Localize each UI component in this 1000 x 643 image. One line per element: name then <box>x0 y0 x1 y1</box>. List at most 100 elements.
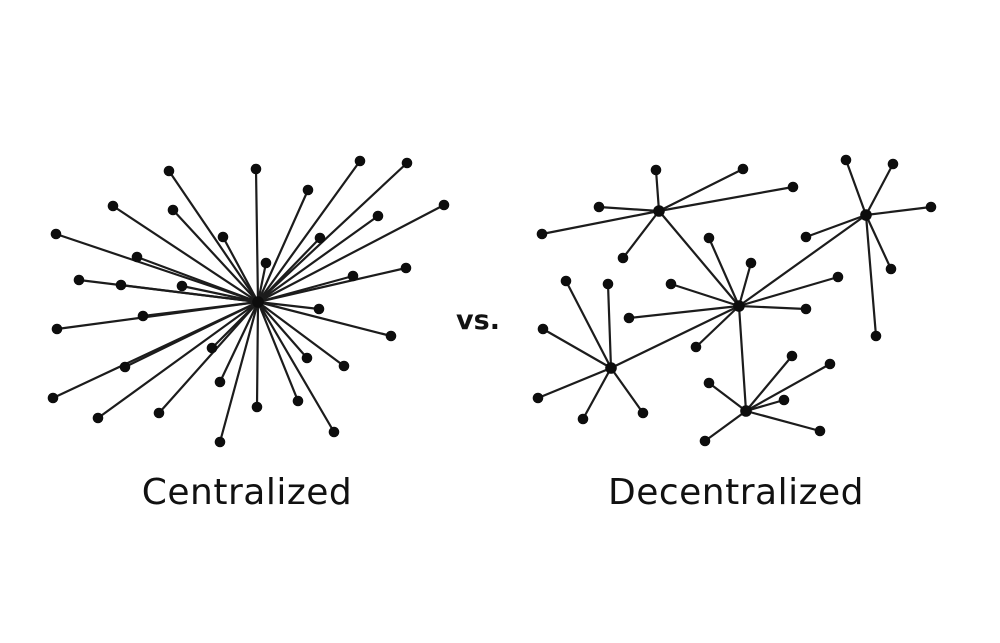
centralized-edge <box>256 214 380 304</box>
centralized-node <box>115 279 127 291</box>
centralized-edge <box>135 255 260 304</box>
decentralized-edge <box>540 209 661 236</box>
centralized-node <box>163 165 175 177</box>
centralized-network <box>47 155 450 448</box>
decentralized-node <box>703 377 715 389</box>
centralized-edge <box>157 300 260 415</box>
centralized-edge <box>256 261 268 304</box>
centralized-node <box>292 395 304 407</box>
decentralized-edge <box>597 205 661 213</box>
centralized-edge <box>256 300 309 360</box>
centralized-edge <box>256 161 409 304</box>
decentralized-node <box>885 263 897 275</box>
decentralized-node <box>602 278 614 290</box>
decentralized-node <box>560 275 572 287</box>
decentralized-edge <box>657 167 745 213</box>
decentralized-node <box>814 425 826 437</box>
decentralized-edge <box>864 213 893 271</box>
decentralized-edge <box>707 236 741 308</box>
decentralized-node <box>887 158 899 170</box>
decentralized-edge <box>581 366 613 421</box>
decentralized-hub-node <box>605 362 617 374</box>
centralized-node <box>131 251 143 263</box>
decentralized-edge <box>541 327 613 370</box>
centralized-node <box>214 376 226 388</box>
decentralized-node <box>690 341 702 353</box>
decentralized-edge <box>609 304 741 370</box>
decentralized-node <box>824 358 836 370</box>
decentralized-edge <box>669 282 741 308</box>
decentralized-edge <box>744 362 832 413</box>
decentralized-edge <box>737 275 840 308</box>
centralized-node <box>73 274 85 286</box>
decentralized-edge <box>737 261 753 308</box>
centralized-node <box>176 280 188 292</box>
decentralized-edge <box>657 209 741 308</box>
centralized-node <box>217 231 229 243</box>
decentralized-node <box>577 413 589 425</box>
decentralized-edge <box>737 304 808 311</box>
decentralized-edge <box>737 213 868 308</box>
centralized-node <box>372 210 384 222</box>
centralized-edge <box>171 208 260 304</box>
decentralized-edge <box>654 168 661 213</box>
decentralized-edge <box>864 162 895 217</box>
centralized-edge <box>256 159 362 304</box>
decentralized-edge <box>744 398 786 413</box>
decentralized-edge <box>703 409 748 443</box>
centralized-node <box>214 436 226 448</box>
centralized-node <box>51 323 63 335</box>
centralized-edge <box>55 300 260 331</box>
decentralized-edge <box>609 366 645 415</box>
centralized-node <box>206 342 218 354</box>
decentralized-node <box>786 350 798 362</box>
decentralized-node <box>637 407 649 419</box>
centralized-edge <box>255 300 260 409</box>
centralized-node <box>47 392 59 404</box>
centralized-node <box>438 199 450 211</box>
centralized-node <box>401 157 413 169</box>
decentralized-node <box>787 181 799 193</box>
decentralized-node <box>778 394 790 406</box>
centralized-node <box>260 257 272 269</box>
centralized-edge <box>111 204 260 304</box>
centralized-edge <box>256 300 321 311</box>
decentralized-edge <box>707 381 748 413</box>
decentralized-node <box>699 435 711 447</box>
decentralized-node <box>537 323 549 335</box>
decentralized-node <box>870 330 882 342</box>
decentralized-edge <box>744 409 822 433</box>
centralized-node <box>354 155 366 167</box>
decentralized-node <box>593 201 605 213</box>
centralized-edge <box>51 300 260 400</box>
decentralized-edge <box>804 213 868 239</box>
decentralized-node <box>925 201 937 213</box>
centralized-node <box>347 270 359 282</box>
decentralized-node <box>800 303 812 315</box>
centralized-node <box>301 352 313 364</box>
decentralized-hub-node <box>860 209 872 221</box>
decentralized-node <box>536 228 548 240</box>
decentralized-edge <box>657 185 795 213</box>
centralized-node <box>385 330 397 342</box>
decentralized-edge <box>694 304 741 349</box>
decentralized-node <box>703 232 715 244</box>
centralized-node <box>50 228 62 240</box>
decentralized-hub-node <box>733 300 745 312</box>
centralized-edge <box>96 300 260 420</box>
decentralized-edge <box>844 158 868 217</box>
centralized-node <box>313 303 325 315</box>
centralized-node <box>153 407 165 419</box>
centralized-edge <box>180 284 260 304</box>
decentralized-label: Decentralized <box>607 472 865 513</box>
decentralized-edge <box>621 209 661 260</box>
centralized-edge <box>256 236 322 304</box>
centralized-label: Centralized <box>141 472 353 513</box>
decentralized-node <box>650 164 662 176</box>
decentralized-node <box>623 312 635 324</box>
decentralized-node <box>800 231 812 243</box>
decentralized-edge <box>737 304 748 413</box>
centralized-edge <box>221 235 260 304</box>
decentralized-edge <box>864 205 933 217</box>
centralized-node <box>119 361 131 373</box>
